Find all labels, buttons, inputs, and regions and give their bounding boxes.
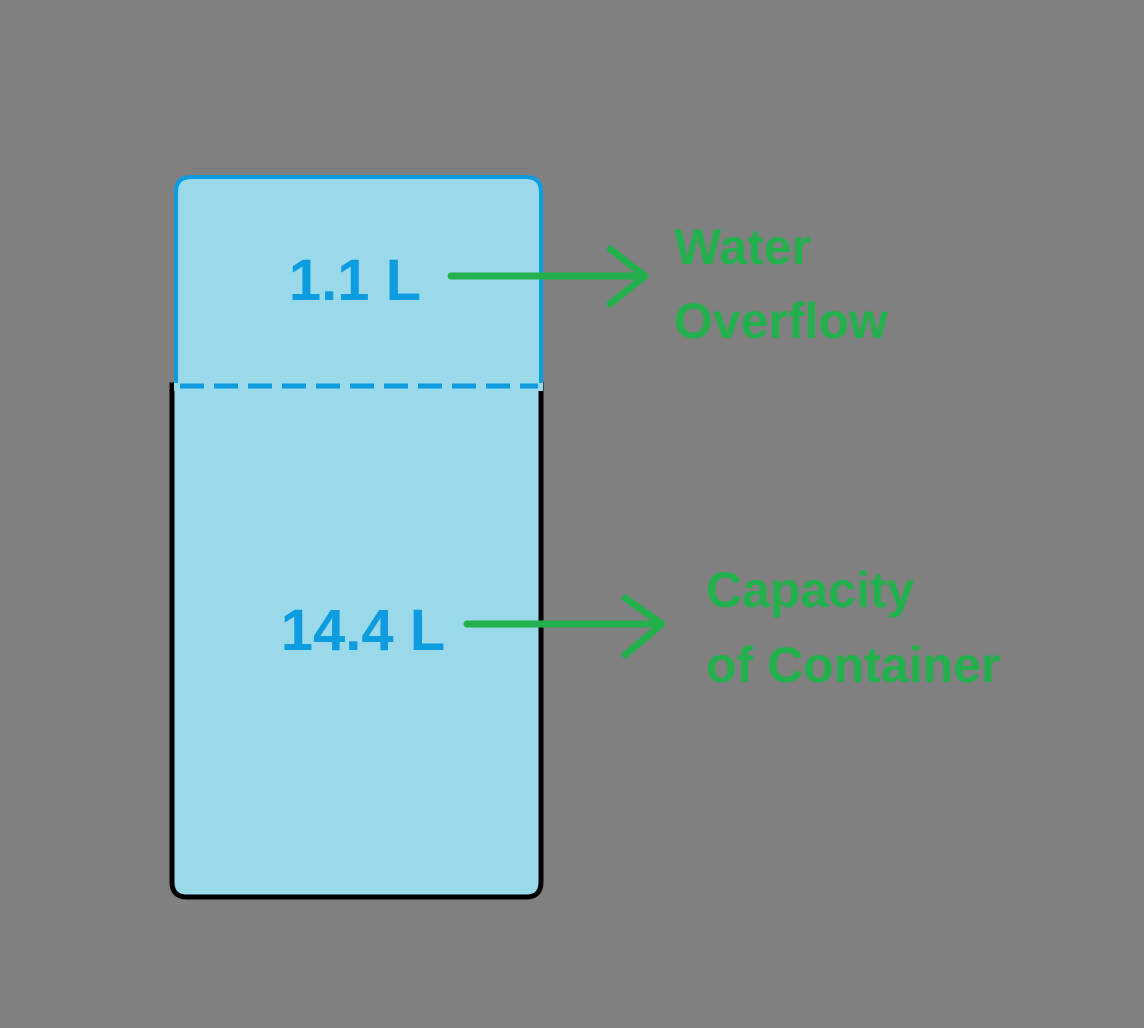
- overflow-label-line1: Water: [674, 219, 811, 275]
- capacity-volume: 14.4 L: [281, 598, 445, 663]
- capacity-label-line1: Capacity: [706, 562, 915, 618]
- capacity-arrow-icon: [463, 594, 666, 659]
- overflow-volume: 1.1 L: [289, 248, 421, 313]
- container-body: [169, 382, 544, 900]
- overflow-arrow-icon: [447, 245, 649, 308]
- capacity-label-line2: of Container: [706, 637, 1000, 693]
- overflow-label-line2: Overflow: [674, 293, 888, 349]
- overflow-region: [174, 175, 543, 385]
